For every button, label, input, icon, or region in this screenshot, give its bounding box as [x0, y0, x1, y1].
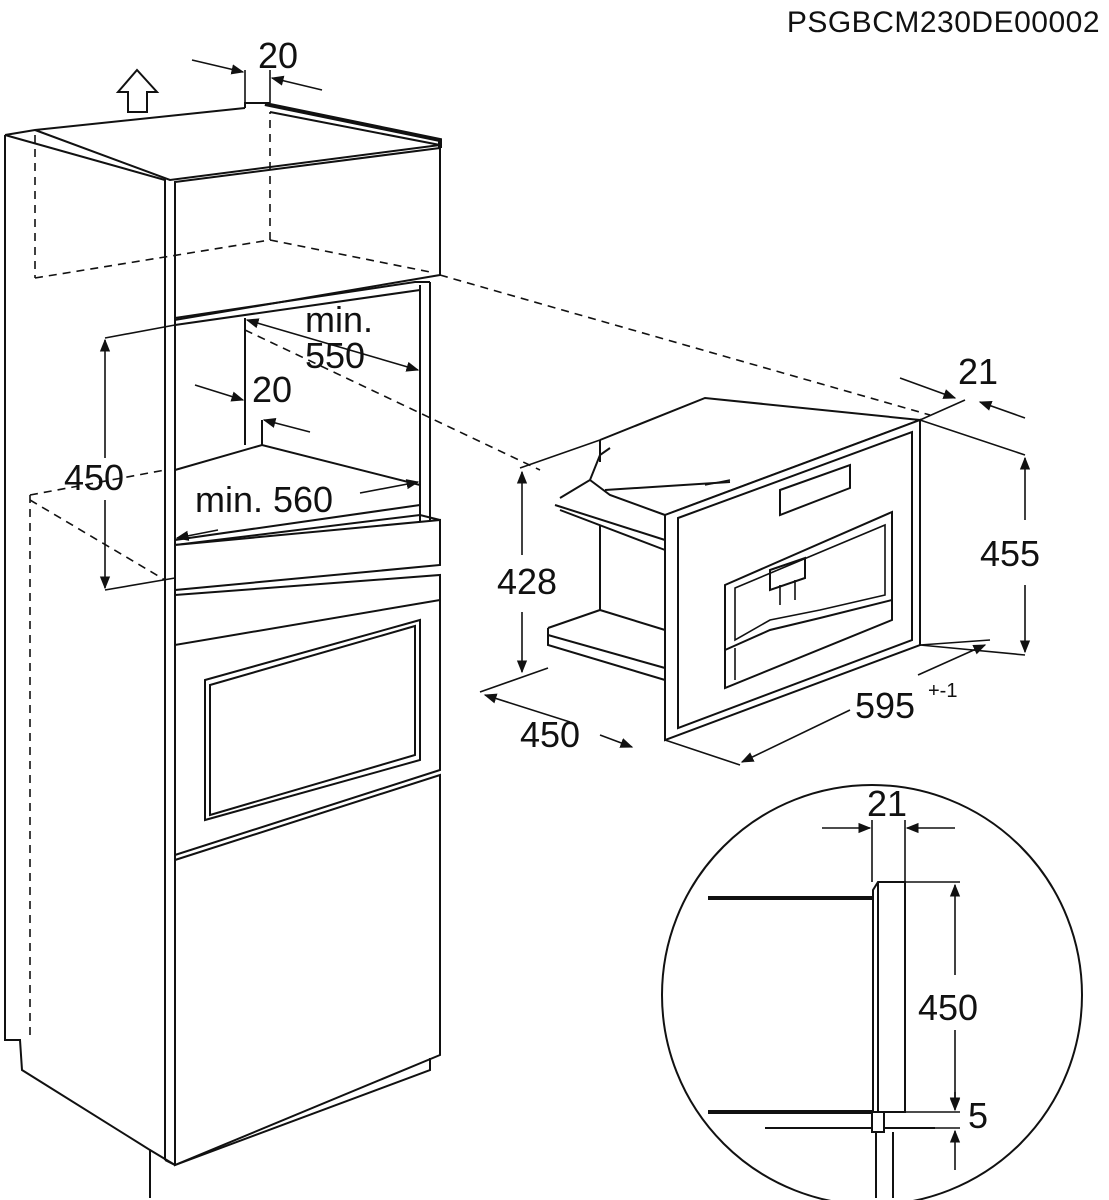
- document-code: PSGBCM230DE00002: [787, 6, 1100, 39]
- detail-view: [661, 784, 1083, 1200]
- detail-frame-depth-label: 21: [867, 783, 907, 824]
- dim-appliance-depth: 450: [483, 693, 634, 755]
- body-height-label: 428: [497, 561, 557, 602]
- niche-height-label: 450: [64, 457, 124, 498]
- dim-back-gap: 20: [194, 369, 311, 433]
- dim-front-height: 455: [980, 456, 1040, 654]
- appliance: [479, 396, 1026, 766]
- top-gap-label: 20: [258, 35, 298, 76]
- dim-niche-depth: min. 550: [245, 299, 420, 376]
- dim-detail-frame-depth: 21: [822, 783, 955, 834]
- dim-niche-height: 450: [64, 324, 176, 591]
- dim-detail-height: 450: [918, 883, 978, 1111]
- niche-width-label: min. 560: [195, 479, 333, 520]
- dim-body-height: 428: [497, 439, 601, 674]
- detail-height-label: 450: [918, 987, 978, 1028]
- back-gap-label: 20: [252, 369, 292, 410]
- dim-top-gap: 20: [191, 35, 323, 103]
- appliance-depth-label: 450: [520, 714, 580, 755]
- dim-detail-gap: 5: [949, 1092, 988, 1170]
- appliance-width-label: 595: [855, 685, 915, 726]
- dim-niche-width: min. 560: [175, 479, 420, 541]
- dim-appliance-width: 595 +-1: [740, 644, 987, 763]
- appliance-width-tolerance: +-1: [928, 680, 957, 702]
- dim-frame-depth: 21: [899, 351, 1026, 421]
- detail-gap-label: 5: [968, 1095, 988, 1136]
- front-height-label: 455: [980, 533, 1040, 574]
- frame-depth-label: 21: [958, 351, 998, 392]
- cabinet: [4, 102, 931, 1198]
- up-arrow-icon: [115, 68, 160, 113]
- niche-depth-value: 550: [305, 335, 365, 376]
- niche-depth-label: min.: [305, 299, 373, 340]
